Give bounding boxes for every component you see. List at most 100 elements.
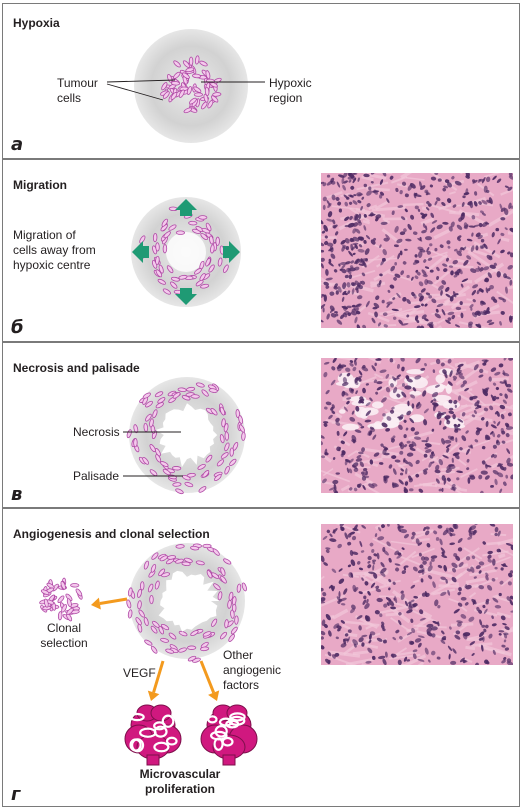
- tumour-cell: [170, 92, 178, 100]
- tumour-cell: [66, 598, 72, 608]
- angiogenesis-diagram: [39, 543, 258, 766]
- tumour-cell: [159, 555, 168, 562]
- tumour-cell: [208, 388, 218, 393]
- tumour-cell: [203, 93, 209, 103]
- tumour-cell: [217, 257, 223, 267]
- tumour-cell: [126, 599, 132, 609]
- tumour-cell: [223, 264, 229, 273]
- clonal-selection-label: Clonal selection: [40, 621, 88, 650]
- tumour-cell: [150, 563, 157, 573]
- tumour-cell: [181, 561, 191, 567]
- panel-letter: г: [11, 784, 21, 805]
- arrow-vegf-icon: [147, 660, 165, 701]
- tumour-cell: [229, 458, 237, 466]
- tumour-cell: [194, 55, 200, 65]
- tumour-cell: [205, 222, 212, 232]
- microvascular-label: Microvascular proliferation: [139, 767, 221, 796]
- tumour-cell: [193, 86, 202, 93]
- tumour-cell: [178, 89, 185, 98]
- tumour-cell: [182, 60, 190, 68]
- tumour-cell: [209, 235, 214, 245]
- tumour-cell: [170, 81, 181, 86]
- tumour-cell: [66, 607, 74, 615]
- tumour-cell: [168, 224, 177, 231]
- tumour-cell: [224, 619, 229, 629]
- tumour-cell: [173, 60, 181, 68]
- tumour-cell: [199, 60, 208, 67]
- tumour-cell: [149, 594, 154, 605]
- tumour-cell: [152, 620, 160, 628]
- tumour-cell: [210, 407, 218, 416]
- tumour-cell: [185, 67, 195, 73]
- other-factors-label: Other angiogenic factors: [223, 648, 282, 692]
- tumour-cell: [210, 244, 215, 254]
- necrosis-diagram: [123, 377, 246, 495]
- tumour-cell: [241, 582, 247, 592]
- tumour-cell: [195, 279, 204, 287]
- tumour-cell: [149, 444, 156, 453]
- tumour-cell: [158, 568, 166, 577]
- tumour-cell: [213, 583, 221, 591]
- histology-texture: [321, 173, 513, 328]
- tumour-cell: [208, 264, 215, 273]
- tumour-cell: [157, 278, 167, 285]
- tumour-cell: [140, 581, 145, 591]
- tumour-cell: [160, 623, 170, 631]
- tumour-cell: [173, 71, 181, 79]
- tumour-cell: [138, 609, 145, 618]
- tumour-cell: [154, 391, 164, 398]
- tumour-cell: [205, 257, 211, 267]
- tumour-cell: [228, 634, 235, 642]
- tumour-cell: [200, 233, 208, 241]
- tumour-cell: [190, 545, 200, 551]
- tumour-cell: [188, 56, 194, 66]
- arrow-up-icon: [175, 199, 197, 216]
- tumour-cell: [127, 609, 133, 619]
- tumour-cell: [219, 406, 226, 416]
- tumour-cell: [200, 283, 210, 289]
- tumour-cell: [181, 72, 190, 79]
- necrotic-core: [155, 403, 218, 468]
- tumour-cell: [149, 418, 154, 428]
- tumour-cell: [178, 647, 187, 653]
- tumour-cell: [206, 570, 213, 579]
- panel-hypoxia: Hypoxia a Tumour cells Hypoxic region: [2, 3, 520, 159]
- tumour-cell: [205, 454, 213, 463]
- tumour-cell: [170, 276, 180, 282]
- histology-photo-necrosis: [321, 358, 513, 493]
- tumour-cell: [142, 457, 149, 465]
- tumour-cell: [57, 595, 65, 604]
- tumour-cell: [241, 431, 246, 441]
- tumour-cell: [142, 392, 151, 399]
- tumour-cell: [193, 268, 202, 275]
- necrotic-core: [158, 570, 220, 632]
- tumour-cell: [215, 236, 220, 246]
- tumour-cell: [236, 583, 242, 593]
- tumour-cell: [152, 409, 158, 419]
- tumour-cell: [143, 560, 149, 570]
- panel-angiogenesis: Angiogenesis and clonal selection г Clon…: [2, 508, 520, 807]
- tumour-cell: [212, 548, 220, 556]
- tumour-cell: [187, 655, 197, 662]
- tumour-cell: [135, 617, 142, 626]
- panel-title: Migration: [13, 178, 67, 192]
- tumour-cell: [60, 580, 66, 590]
- necrosis-label: Necrosis: [73, 425, 120, 439]
- panel-necrosis-palisade: Necrosis and palisade в Necrosis Palisad…: [2, 342, 520, 508]
- tumour-cell: [154, 448, 161, 457]
- migration-label: Migration of cells away from hypoxic cen…: [13, 228, 96, 272]
- tumour-cell: [224, 431, 229, 441]
- tumour-cell: [202, 543, 212, 549]
- histology-photo-migration: [321, 173, 513, 328]
- tumour-cell: [155, 454, 162, 463]
- tumour-cell: [154, 580, 160, 590]
- tumour-cell: [61, 604, 67, 613]
- tumour-cell: [181, 395, 191, 401]
- tumour-cell: [238, 415, 244, 425]
- tumour-cell: [190, 630, 199, 637]
- tumour-cell: [161, 82, 168, 91]
- tumour-cell: [175, 488, 184, 495]
- tumour-cell: [219, 434, 225, 444]
- tumour-cell: [213, 474, 222, 482]
- tumour-cell: [175, 558, 184, 564]
